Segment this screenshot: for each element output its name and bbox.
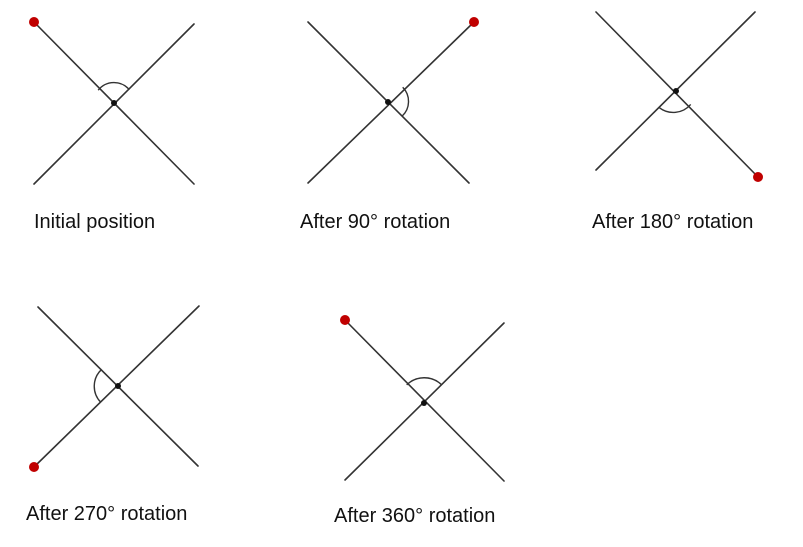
line-b (307, 21, 475, 184)
caption-after-360: After 360° rotation (334, 505, 496, 527)
caption-after-180: After 180° rotation (592, 211, 754, 233)
center-point (673, 88, 679, 94)
angle-arc (658, 103, 692, 114)
center-point (111, 100, 117, 106)
reference-marker (469, 17, 479, 27)
reference-marker (340, 315, 350, 325)
reference-marker (753, 172, 763, 182)
panel-after-180 (595, 11, 763, 182)
panel-after-270 (29, 305, 200, 472)
center-point (115, 383, 121, 389)
center-point (421, 400, 427, 406)
center-point (385, 99, 391, 105)
angle-arc (406, 377, 442, 386)
angle-arc (93, 368, 103, 403)
caption-after-270: After 270° rotation (26, 503, 188, 525)
panel-after-360 (340, 315, 505, 482)
caption-initial-position: Initial position (34, 211, 156, 233)
panel-after-90 (307, 17, 479, 184)
angle-arc (97, 81, 130, 91)
panel-initial-position (29, 17, 195, 185)
reference-marker (29, 17, 39, 27)
caption-after-90: After 90° rotation (300, 211, 451, 233)
reference-marker (29, 462, 39, 472)
angle-arc (401, 86, 410, 117)
line-a (595, 11, 759, 178)
